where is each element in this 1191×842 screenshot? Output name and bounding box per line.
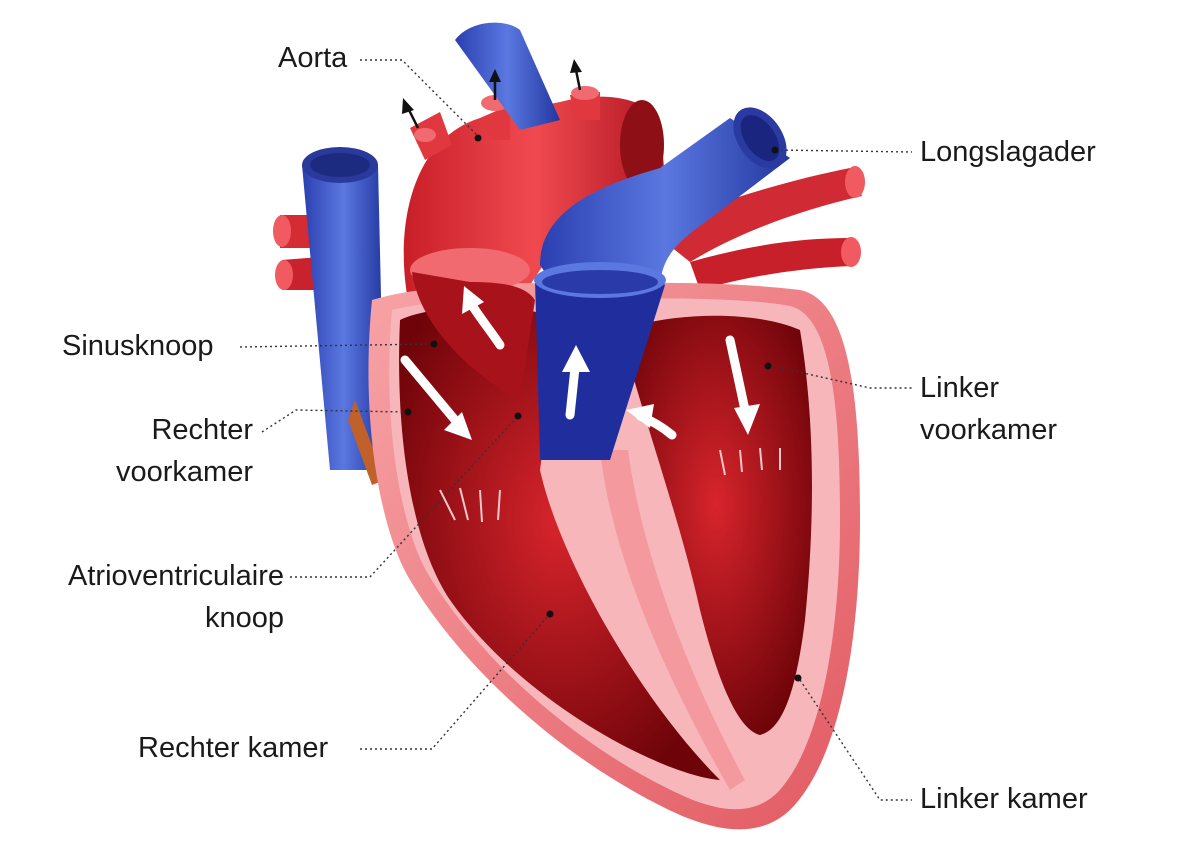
leader-linker-voorkamer [771, 365, 912, 389]
label-linker-kamer: Linker kamer [920, 783, 1088, 815]
leader-av-knoop [290, 417, 517, 578]
flow-arrow-aorta [467, 300, 505, 350]
label-longslagader: Longslagader [920, 136, 1096, 168]
label-rechter-voorkamer-line2: voorkamer [116, 456, 253, 488]
pulmonary-artery-branch [455, 22, 560, 131]
aorta-cut-section [410, 248, 535, 400]
valve-chordae [439, 447, 781, 523]
leader-sinusknoop [239, 343, 433, 348]
leader-longslagader [775, 149, 913, 153]
leader-linker-kamer [799, 679, 912, 801]
label-av-knoop: Atrioventriculaire knoop [30, 555, 284, 639]
blood-flow-arrows [400, 286, 760, 440]
label-av-knoop-line2: knoop [204, 602, 284, 634]
label-rechter-voorkamer: Rechter voorkamer [96, 409, 253, 493]
label-aorta: Aorta [278, 42, 348, 74]
label-rechter-voorkamer-line1: Rechter [151, 414, 253, 446]
label-rechter-kamer: Rechter kamer [138, 732, 329, 764]
pulmonary-veins-right [650, 166, 865, 290]
outflow-arrows [402, 59, 582, 129]
right-heart-chambers [399, 306, 720, 780]
septum [600, 450, 745, 790]
label-sinusknoop: Sinusknoop [62, 330, 214, 362]
superior-vena-cava [302, 147, 385, 470]
flow-arrow-left-ventricle [725, 335, 750, 415]
leader-rechter-voorkamer [261, 409, 407, 433]
leader-rechter-kamer [360, 615, 549, 750]
label-linker-voorkamer-line1: Linker [920, 372, 999, 404]
label-linker-voorkamer: Linker voorkamer [920, 367, 1057, 451]
label-av-knoop-line1: Atrioventriculaire [68, 560, 284, 592]
leader-lines [239, 59, 913, 801]
flow-arrow-right-atrium [400, 355, 460, 425]
leader-aorta [360, 59, 479, 137]
pulmonary-artery [540, 107, 790, 295]
left-heart-chambers [620, 315, 812, 735]
flow-arrow-pulmonary [565, 363, 580, 420]
label-linker-voorkamer-line2: voorkamer [920, 414, 1057, 446]
